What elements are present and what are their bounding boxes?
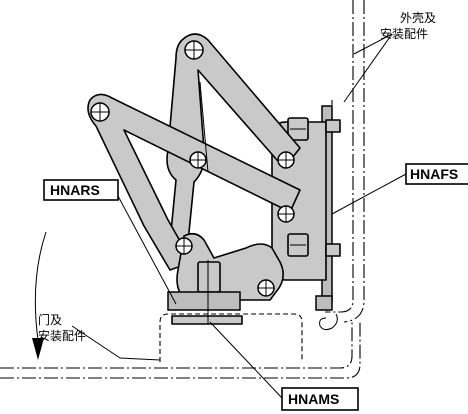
label-hnars: HNARS — [43, 179, 119, 201]
door-label-line1: 门及 — [38, 312, 62, 327]
housing-label-line2: 安装配件 — [380, 26, 428, 41]
svg-text:HNARS: HNARS — [50, 182, 100, 198]
pivot-pin-top — [184, 40, 204, 60]
pivot-pin-bottom-right — [257, 279, 275, 297]
pivot-pin-left — [90, 102, 110, 122]
pivot-pin-bottom-left — [175, 237, 193, 255]
pivot-pin-right-bottom — [277, 205, 295, 223]
hinge-arms — [87, 33, 301, 301]
swing-arrow — [32, 231, 47, 360]
leader-lines — [71, 33, 407, 399]
pivot-pins — [90, 40, 295, 297]
pivot-pin-right-top — [277, 151, 295, 169]
plate-clip — [319, 313, 338, 331]
housing-label-line1: 外壳及 — [400, 11, 436, 25]
svg-text:HNAFS: HNAFS — [410, 166, 458, 182]
door-label-line2: 安装配件 — [38, 328, 86, 343]
pivot-pin-center — [189, 151, 207, 169]
label-hnafs: HNAFS — [405, 163, 468, 185]
door-mount — [167, 260, 243, 325]
svg-text:HNAMS: HNAMS — [288, 391, 339, 407]
door-outline — [0, 313, 361, 379]
label-hnams: HNAMS — [281, 387, 359, 411]
